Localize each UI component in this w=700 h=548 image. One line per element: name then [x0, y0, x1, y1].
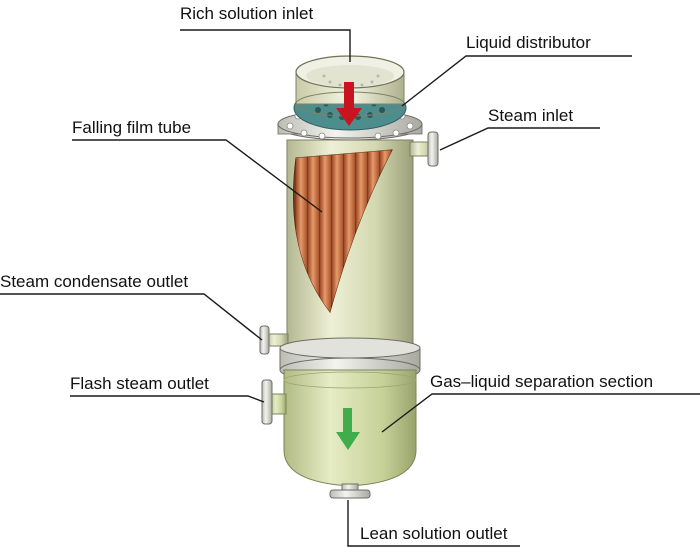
label-steam-inlet: Steam inlet	[488, 106, 573, 125]
leader-lines	[0, 29, 700, 547]
label-lean-solution-outlet: Lean solution outlet	[360, 524, 508, 543]
label-steam-condensate-outlet: Steam condensate outlet	[0, 272, 188, 291]
label-rich-solution-inlet: Rich solution inlet	[180, 4, 314, 23]
leader-falling-film-tube	[72, 139, 323, 213]
leader-gas-liquid-separation	[381, 393, 700, 433]
leader-steam-inlet	[439, 127, 600, 151]
lean-solution-nozzle	[329, 483, 371, 499]
labels: Rich solution inlet Liquid distributor S…	[0, 4, 653, 543]
leader-flash-steam-outlet	[70, 395, 265, 403]
leader-rich-solution-inlet	[180, 29, 351, 62]
steam-inlet-nozzle	[409, 131, 439, 167]
evaporator-shell	[286, 139, 414, 353]
steam-condensate-nozzle	[259, 325, 289, 355]
label-flash-steam-outlet: Flash steam outlet	[70, 374, 209, 393]
label-liquid-distributor: Liquid distributor	[466, 33, 591, 52]
label-gas-liquid-separation-section: Gas–liquid separation section	[430, 372, 653, 391]
leader-lean-solution-outlet	[347, 500, 520, 547]
label-falling-film-tube: Falling film tube	[72, 118, 191, 137]
leader-steam-condensate-outlet	[0, 293, 263, 341]
arrow-down-icon	[336, 82, 362, 126]
leader-liquid-distributor	[401, 55, 632, 107]
arrow-down-icon	[336, 408, 360, 450]
flash-steam-nozzle	[261, 379, 287, 425]
